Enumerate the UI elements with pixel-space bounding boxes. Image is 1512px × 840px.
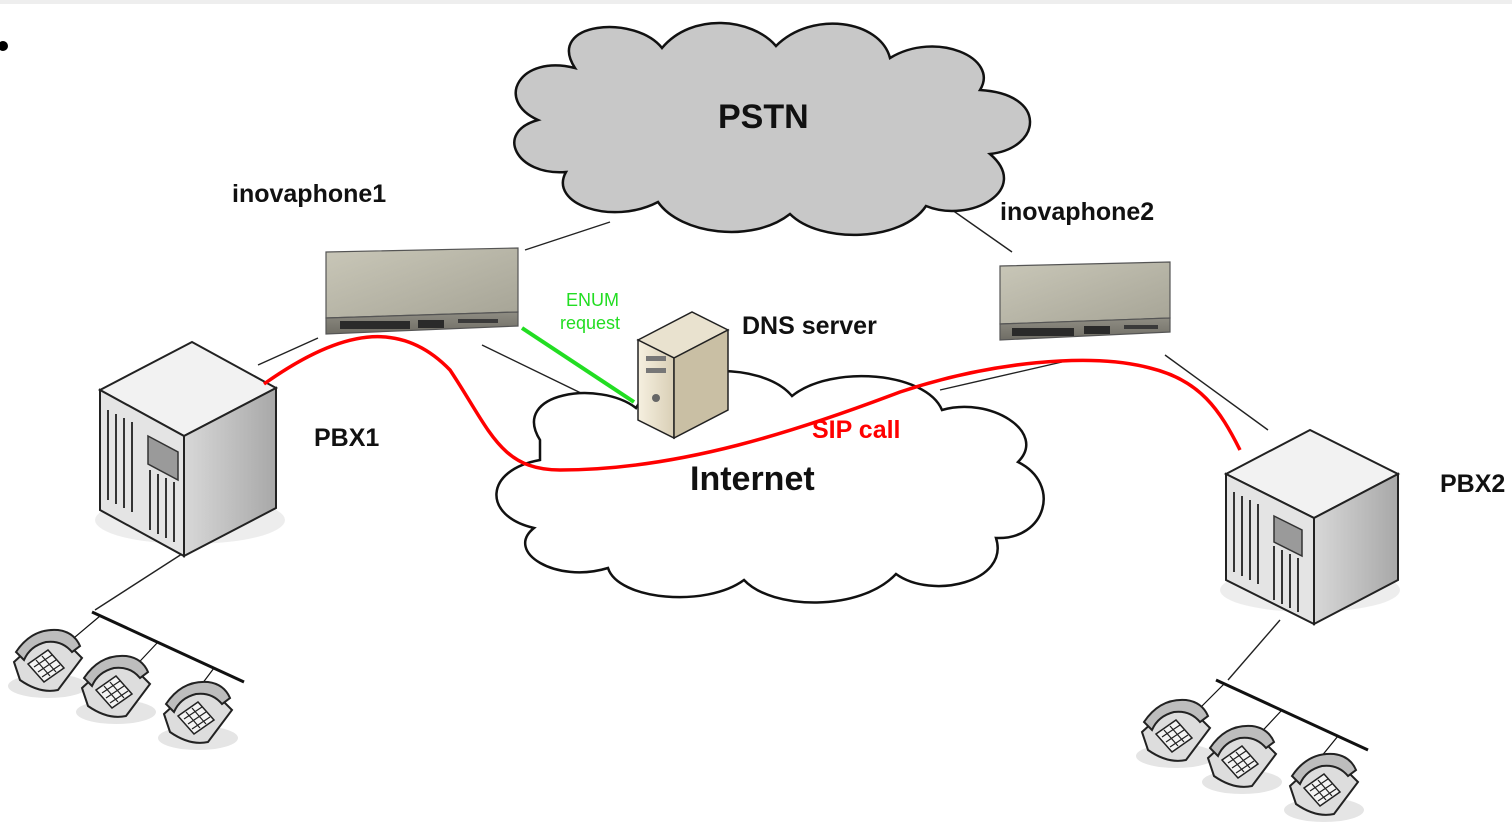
inovaphone2-label: inovaphone2 xyxy=(1000,198,1155,226)
enum-label-line1: ENUM xyxy=(566,290,619,310)
enum-request-line xyxy=(520,326,636,404)
bullet-mark xyxy=(0,41,8,51)
pbx1-label: PBX1 xyxy=(314,424,380,452)
inovaphone1-device xyxy=(325,247,519,335)
pstn-cloud xyxy=(513,21,1032,237)
dns-server-label: DNS server xyxy=(742,312,877,340)
enum-label-line2: request xyxy=(560,313,621,333)
internet-cloud xyxy=(495,369,1045,604)
phone-icon xyxy=(1283,752,1365,823)
phone-icon xyxy=(1135,698,1217,769)
inovaphone2-device xyxy=(999,261,1171,341)
phone-icon xyxy=(157,680,239,751)
dns-server-device xyxy=(636,311,730,440)
pbx1-device xyxy=(95,340,285,558)
phone-icon xyxy=(75,654,157,725)
pstn-label: PSTN xyxy=(718,98,809,136)
internet-label: Internet xyxy=(690,460,815,498)
phone-icon xyxy=(7,628,89,699)
phone-icon xyxy=(1201,724,1283,795)
pbx2-device xyxy=(1220,428,1401,626)
sip-call-path xyxy=(262,334,1242,472)
sip-call-label: SIP call xyxy=(812,416,901,444)
connector-lines xyxy=(94,204,1281,681)
inovaphone1-label: inovaphone1 xyxy=(232,180,387,208)
top-border xyxy=(0,0,1512,4)
pbx2-label: PBX2 xyxy=(1440,470,1506,498)
